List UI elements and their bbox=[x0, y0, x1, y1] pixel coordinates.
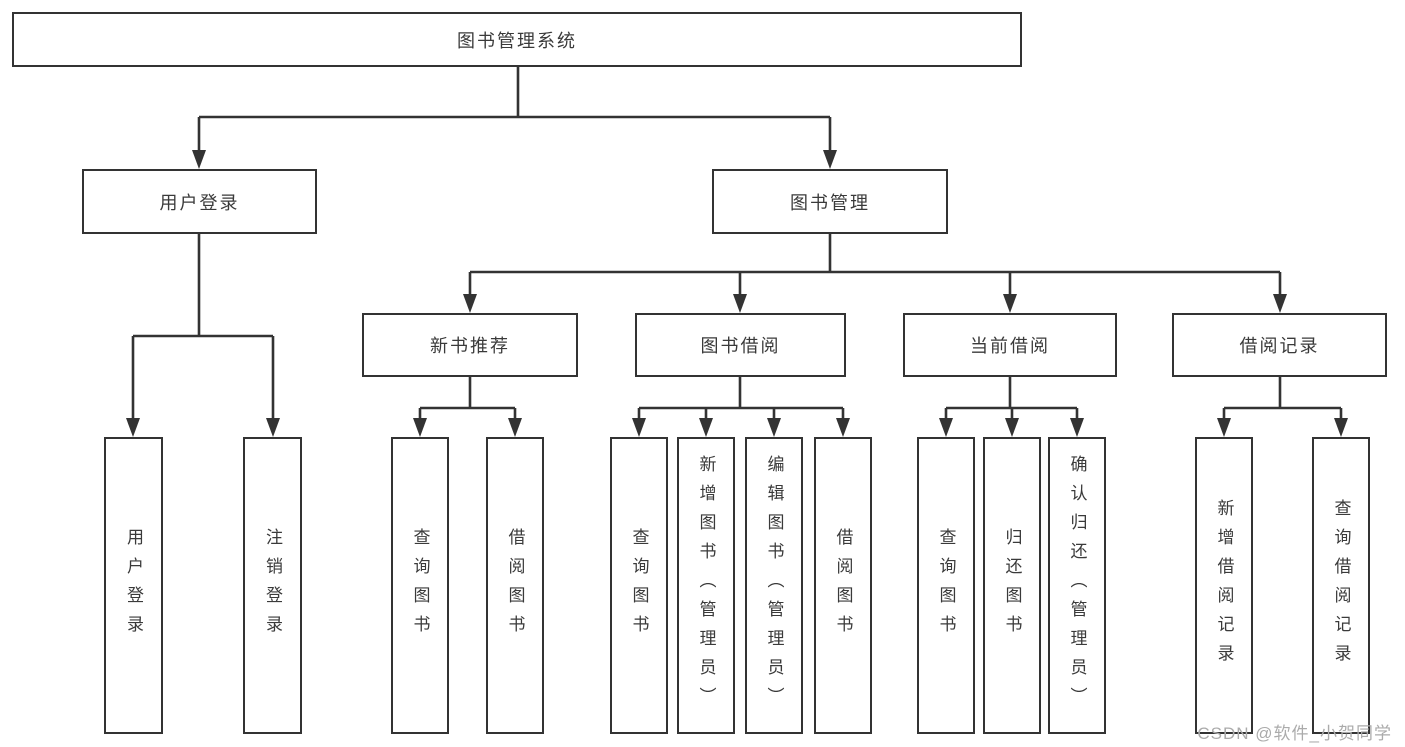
node-user-login-label: 用户登录 bbox=[159, 192, 240, 213]
node-leaf-record-query-label: 查询借阅记录 bbox=[1331, 498, 1351, 673]
node-book-borrow-label: 图书借阅 bbox=[700, 336, 781, 356]
node-book-management: 图书管理 bbox=[712, 169, 948, 234]
node-leaf-current-return-book: 归还图书 bbox=[983, 437, 1041, 734]
node-leaf-borrow-borrow-book: 借阅图书 bbox=[814, 437, 872, 734]
node-leaf-recommend-borrow-book: 借阅图书 bbox=[486, 437, 544, 734]
node-leaf-record-query: 查询借阅记录 bbox=[1312, 437, 1370, 734]
node-current-borrow: 当前借阅 bbox=[903, 313, 1117, 377]
node-leaf-borrow-borrow-book-label: 借阅图书 bbox=[833, 527, 853, 644]
node-leaf-current-return-book-label: 归还图书 bbox=[1002, 527, 1022, 644]
node-leaf-borrow-query-book-label: 查询图书 bbox=[629, 527, 649, 644]
node-leaf-user-login-label: 用户登录 bbox=[124, 527, 143, 644]
node-leaf-logout: 注销登录 bbox=[243, 437, 302, 734]
node-leaf-borrow-add-book-label: 新增图书（管理员） bbox=[696, 455, 716, 716]
node-leaf-current-query-book-label: 查询图书 bbox=[936, 527, 956, 644]
node-leaf-current-confirm-return: 确认归还（管理员） bbox=[1048, 437, 1106, 734]
node-leaf-borrow-add-book: 新增图书（管理员） bbox=[677, 437, 735, 734]
node-leaf-borrow-query-book: 查询图书 bbox=[610, 437, 668, 734]
node-leaf-logout-label: 注销登录 bbox=[263, 527, 282, 644]
node-book-borrow: 图书借阅 bbox=[635, 313, 846, 377]
node-current-borrow-label: 当前借阅 bbox=[970, 336, 1050, 356]
node-leaf-current-confirm-return-label: 确认归还（管理员） bbox=[1067, 455, 1087, 716]
node-leaf-recommend-query-book: 查询图书 bbox=[391, 437, 449, 734]
node-leaf-record-add: 新增借阅记录 bbox=[1195, 437, 1253, 734]
node-borrow-record-label: 借阅记录 bbox=[1239, 336, 1320, 356]
node-new-book-recommend: 新书推荐 bbox=[362, 313, 578, 377]
node-leaf-user-login: 用户登录 bbox=[104, 437, 163, 734]
node-leaf-recommend-query-book-label: 查询图书 bbox=[410, 527, 430, 644]
node-root-label: 图书管理系统 bbox=[457, 30, 577, 51]
node-leaf-record-add-label: 新增借阅记录 bbox=[1214, 498, 1234, 673]
node-leaf-recommend-borrow-book-label: 借阅图书 bbox=[505, 527, 525, 644]
node-leaf-borrow-edit-book: 编辑图书（管理员） bbox=[745, 437, 803, 734]
node-borrow-record: 借阅记录 bbox=[1172, 313, 1387, 377]
node-leaf-current-query-book: 查询图书 bbox=[917, 437, 975, 734]
node-user-login: 用户登录 bbox=[82, 169, 317, 234]
node-leaf-borrow-edit-book-label: 编辑图书（管理员） bbox=[764, 455, 784, 716]
node-book-management-label: 图书管理 bbox=[790, 192, 870, 213]
node-root: 图书管理系统 bbox=[12, 12, 1022, 67]
node-new-book-recommend-label: 新书推荐 bbox=[430, 336, 510, 356]
csdn-watermark: CSDN @软件_小贺同学 bbox=[1197, 724, 1392, 743]
